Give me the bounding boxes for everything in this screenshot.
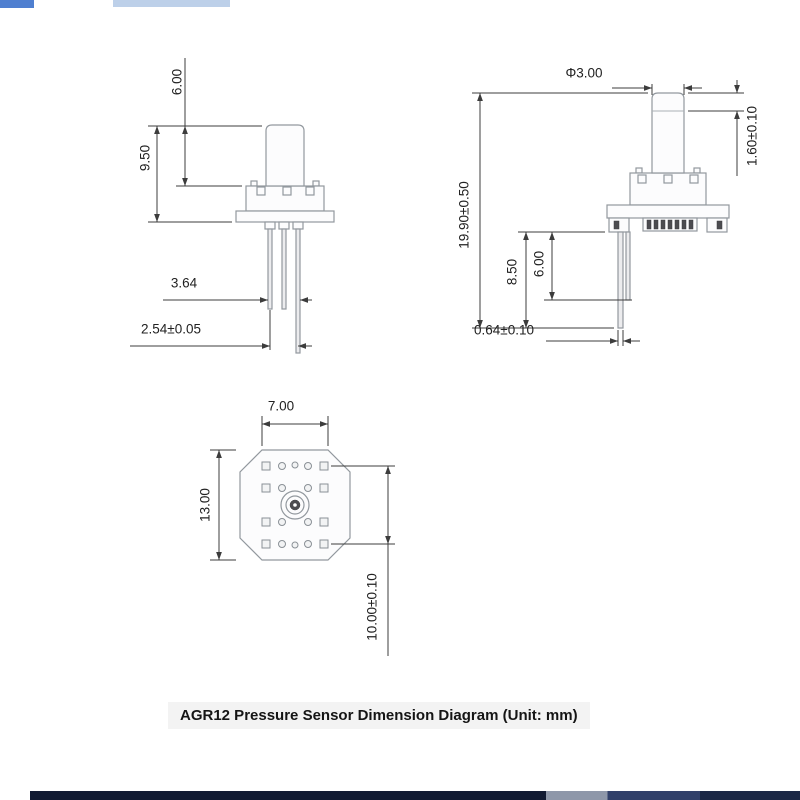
dim-side-pin-length-long: 8.50 <box>505 259 520 285</box>
diagram-caption: AGR12 Pressure Sensor Dimension Diagram … <box>168 702 590 729</box>
dim-side-port-step: 1.60±0.10 <box>745 106 760 166</box>
cropped-ui-artifact-bottom <box>30 791 800 800</box>
side-view-dimensions: Φ3.00 1.60±0.10 19.90±0.50 8.50 6.00 <box>457 66 760 346</box>
dim-front-upper-height: 9.50 <box>138 145 153 171</box>
bottom-view-drawing <box>239 449 351 561</box>
cropped-ui-artifact-top-left <box>0 0 34 8</box>
side-view-drawing <box>606 92 730 329</box>
dim-bottom-cap-width: 7.00 <box>268 399 294 414</box>
front-view-dimensions: 6.00 9.50 3.64 2.54±0.05 <box>130 58 312 350</box>
dim-front-pin-outer-width: 3.64 <box>171 276 198 291</box>
dim-front-cap-height: 6.00 <box>170 69 185 95</box>
front-view-drawing <box>235 124 335 354</box>
dim-side-pin-length-short: 6.00 <box>532 251 547 277</box>
dim-side-overall-height: 19.90±0.50 <box>457 181 472 248</box>
dim-bottom-pad-span: 10.00±0.10 <box>365 573 380 640</box>
bottom-view-dimensions: 7.00 13.00 10.00±0.10 <box>198 399 395 656</box>
cropped-ui-artifact-top-center <box>113 0 230 7</box>
dim-side-pin-thickness: 0.64±0.10 <box>474 323 534 338</box>
dim-front-pin-pitch: 2.54±0.05 <box>141 322 201 337</box>
dim-bottom-body-width: 13.00 <box>198 488 213 522</box>
dim-side-port-diameter: Φ3.00 <box>565 66 602 81</box>
